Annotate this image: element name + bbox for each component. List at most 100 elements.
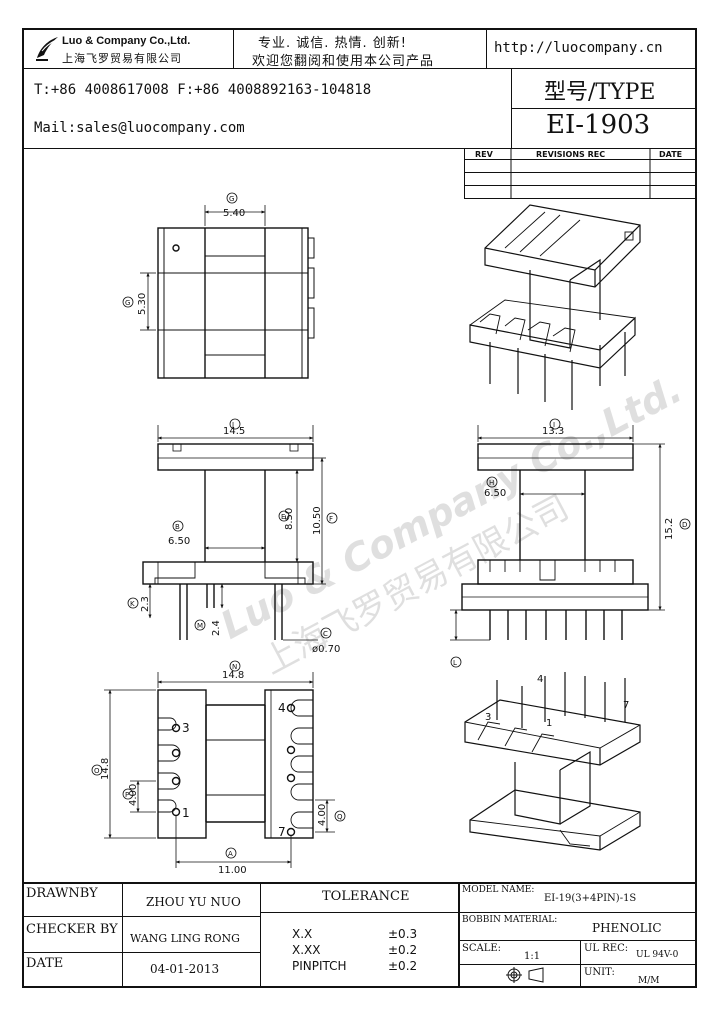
slogan-line2: 欢迎您翻阅和使用本公司产品 [252,54,435,69]
header-divider [22,68,697,69]
company-logo-icon [36,37,58,61]
scale-label: SCALE: [462,943,502,954]
dim-front-m: 2.4 [211,620,222,636]
revision-col-rev: REV [475,150,493,159]
iso-pin-3: 3 [485,712,491,723]
company-name-cn: 上海飞罗贸易有限公司 [62,52,182,65]
checker-value: WANG LING RONG [130,932,240,945]
drawnby-value: ZHOU YU NUO [146,895,241,909]
dim-bottom-o: 14.8 [100,758,111,780]
dim-bottom-p: 4.00 [128,784,139,806]
dim-top-width: 5.40 [223,208,245,219]
label-bottom-a: A [228,850,233,858]
iso-pin-4: 4 [537,674,543,685]
titleblock-divider [22,952,260,953]
dim-side-i: 13.3 [542,426,564,437]
type-label: 型号/TYPE [544,80,656,105]
ul-rec-label: UL REC: [584,943,629,954]
iso-pin-7: 7 [623,700,629,711]
model-number: EI-1903 [546,110,651,140]
header-divider [233,28,234,68]
slogan-line1: 专业. 诚信. 热情. 创新! [258,36,408,51]
dim-bottom-a: 11.00 [218,865,247,876]
projection-symbol-icon [506,967,544,983]
dim-front-k: 2.3 [140,596,151,612]
header-divider [511,108,697,109]
drawing-frame [22,28,697,988]
titleblock-top-border [22,882,697,884]
tol-key-2: X.XX [292,943,321,957]
label-front-m: M [197,622,203,630]
revision-table [464,148,697,199]
label-front-k: K [130,600,135,608]
unit-value: M/M [638,976,660,986]
dim-front-f: 10.50 [312,506,323,535]
titleblock-divider [260,882,261,988]
tol-key-1: X.X [292,927,313,941]
label-front-b: B [175,523,180,531]
tol-key-3: PINPITCH [292,959,347,973]
pin-label-1: 1 [182,806,190,820]
label-side-i: I [553,421,555,429]
drawnby-label: DRAWNBY [26,886,98,901]
isometric-view-bottom [464,672,641,851]
header-divider [486,28,487,68]
side-view [450,418,691,668]
label-side-l: L [453,659,457,667]
dim-bottom-q: 4.00 [317,804,328,826]
watermark-en: Luo & Company Co.,Ltd. [213,367,689,648]
label-top-g: G [229,195,234,203]
pin-label-4: 4 [278,701,286,715]
label-front-e: E [281,513,285,521]
website-link[interactable]: http://luocompany.cn [494,40,663,56]
phone-fax: T:+86 4008617008 F:+86 4008892163-104818 [34,82,372,98]
tol-val-2: ±0.2 [388,943,418,957]
label-side-h: H [489,479,494,487]
model-name-value: EI-19(3+4PIN)-1S [544,893,637,904]
label-side-d: D [682,521,687,529]
dim-front-b: 6.50 [168,536,190,547]
dim-front-j: 14.5 [223,426,245,437]
titleblock-divider [458,912,697,913]
ul-rec-value: UL 94V-0 [636,950,679,960]
label-front-c: C [323,630,328,638]
titleblock-divider [458,882,460,988]
bobbin-material-value: PHENOLIC [592,921,662,935]
iso-pin-1: 1 [546,718,552,729]
label-bottom-p: P [125,791,129,799]
tol-val-3: ±0.2 [388,959,418,973]
titleblock-divider [22,916,260,917]
bobbin-material-label: BOBBIN MATERIAL: [462,915,558,925]
revision-col-date: DATE [659,150,683,159]
isometric-view-top [469,204,641,410]
unit-label: UNIT: [584,967,615,978]
dim-side-h: 6.50 [484,488,506,499]
dim-front-e: 8.50 [284,508,295,530]
dim-bottom-n: 14.8 [222,670,244,681]
dim-side-d: 15.2 [664,518,675,540]
top-view [122,192,315,379]
label-bottom-o: O [94,767,100,775]
label-bottom-q: Q [337,813,343,821]
model-name-label: MODEL NAME: [462,885,535,895]
revision-col-rec: REVISIONS REC [536,150,606,159]
dim-top-height: 5.30 [137,293,148,315]
titleblock-divider [458,940,697,941]
titleblock-divider [260,912,458,913]
checker-label: CHECKER BY [26,922,118,937]
date-value: 04-01-2013 [150,962,220,976]
label-front-j: J [231,421,234,429]
header-divider [22,148,697,149]
tol-val-1: ±0.3 [388,927,418,941]
front-view [127,418,338,641]
tolerance-label: TOLERANCE [322,889,410,904]
titleblock-divider [122,882,123,988]
titleblock-divider [580,940,581,988]
date-label: DATE [26,956,64,971]
label-front-f: F [329,515,333,523]
pin-label-3: 3 [182,721,190,735]
email-address[interactable]: Mail:sales@luocompany.com [34,120,245,136]
label-bottom-n: N [232,663,237,671]
dim-front-c: ø0.70 [312,644,340,655]
